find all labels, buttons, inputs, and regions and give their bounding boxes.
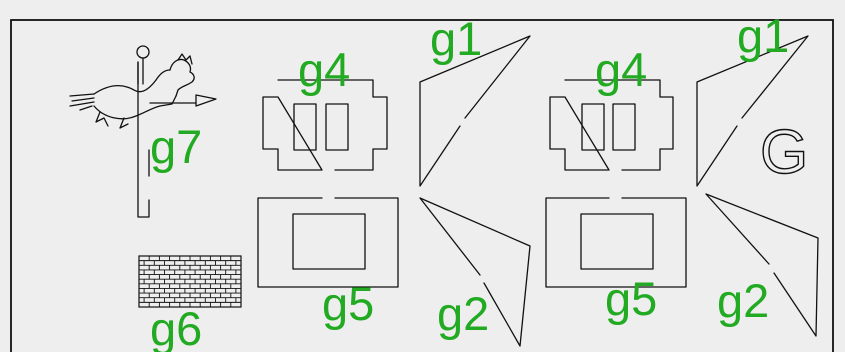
label-box-left-bottom: g5 xyxy=(322,277,374,330)
label-box-right-bottom: g5 xyxy=(605,272,657,325)
label-triangle-right-top: g1 xyxy=(737,9,789,62)
triangle-left-bottom xyxy=(419,197,531,347)
box-left-top xyxy=(262,79,388,171)
label-brick-grid: g6 xyxy=(150,302,202,352)
box-left-bottom xyxy=(257,197,399,288)
sheet-border xyxy=(10,19,834,352)
triangle-right-bottom xyxy=(705,193,819,337)
label-triangle-right-bottom: g2 xyxy=(717,274,769,327)
label-triangle-left-bottom: g2 xyxy=(437,287,489,340)
brick-grid xyxy=(138,255,242,308)
outline-letter-g: G xyxy=(759,117,809,187)
label-triangle-left-top: g1 xyxy=(430,12,482,65)
triangle-left-top xyxy=(419,35,531,187)
svg-text:G: G xyxy=(760,118,808,187)
triangle-right-top xyxy=(696,35,809,187)
rooster-weathervane xyxy=(69,45,217,218)
label-box-right-top: g4 xyxy=(595,43,647,96)
label-rooster: g7 xyxy=(150,120,202,173)
box-right-top xyxy=(549,79,674,171)
box-right-bottom xyxy=(545,197,687,288)
label-box-left-top: g4 xyxy=(298,43,350,96)
